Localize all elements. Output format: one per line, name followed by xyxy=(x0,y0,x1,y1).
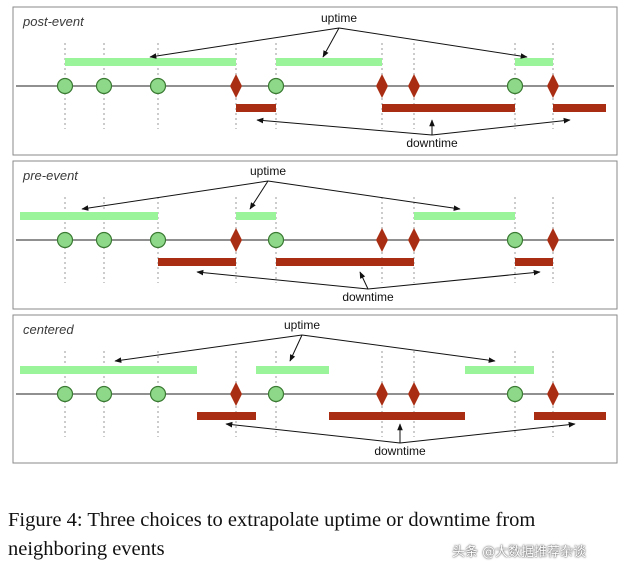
down-event-marker xyxy=(230,74,242,98)
uptime-arrow xyxy=(301,334,496,363)
downtime-callout: downtime xyxy=(374,444,426,458)
uptime-bar xyxy=(20,366,197,374)
down-event-marker xyxy=(547,228,559,252)
down-event-marker xyxy=(408,74,420,98)
uptime-arrow xyxy=(149,27,340,59)
panel-post-event: post-event uptime downtime xyxy=(12,6,618,156)
panel-label: centered xyxy=(23,322,74,337)
downtime-bar xyxy=(158,258,236,266)
downtime-bar xyxy=(276,258,414,266)
up-event-marker xyxy=(56,77,74,95)
up-event-marker xyxy=(267,385,285,403)
uptime-bar xyxy=(465,366,534,374)
uptime-arrow xyxy=(322,27,340,58)
uptime-bar xyxy=(276,58,382,66)
up-event-marker xyxy=(506,385,524,403)
uptime-bar xyxy=(515,58,553,66)
down-event-marker xyxy=(408,382,420,406)
up-event-marker xyxy=(95,231,113,249)
downtime-bar xyxy=(534,412,606,420)
down-event-marker xyxy=(547,382,559,406)
down-event-marker xyxy=(376,228,388,252)
downtime-arrow xyxy=(196,269,369,290)
downtime-callout: downtime xyxy=(342,290,394,304)
figure-caption: Figure 4: Three choices to extrapolate u… xyxy=(8,509,536,560)
panel-label: pre-event xyxy=(22,168,79,183)
downtime-bar xyxy=(515,258,553,266)
down-event-marker xyxy=(408,228,420,252)
panel-label: post-event xyxy=(22,14,85,29)
uptime-arrow xyxy=(249,180,269,210)
up-event-marker xyxy=(506,231,524,249)
uptime-arrow xyxy=(289,334,303,362)
uptime-arrow xyxy=(81,180,269,211)
uptime-bar xyxy=(65,58,236,66)
diagram: post-event uptime downtime pre-event uptime d… xyxy=(12,6,618,464)
down-event-marker xyxy=(547,74,559,98)
downtime-arrow xyxy=(367,269,541,290)
uptime-arrow xyxy=(114,334,303,363)
downtime-arrow xyxy=(256,117,433,136)
downtime-bar xyxy=(553,104,606,112)
up-event-marker xyxy=(95,77,113,95)
up-event-marker xyxy=(56,385,74,403)
up-event-marker xyxy=(506,77,524,95)
uptime-arrow xyxy=(338,27,528,59)
downtime-callout: downtime xyxy=(406,136,458,150)
down-event-marker xyxy=(376,382,388,406)
uptime-callout: uptime xyxy=(284,318,320,332)
uptime-callout: uptime xyxy=(250,164,286,178)
downtime-arrow xyxy=(431,117,571,136)
watermark: 头条 @大数据推荐杂谈 xyxy=(452,545,587,560)
down-event-marker xyxy=(230,228,242,252)
up-event-marker xyxy=(267,77,285,95)
uptime-bar xyxy=(256,366,329,374)
up-event-marker xyxy=(149,77,167,95)
downtime-arrow xyxy=(225,421,401,444)
up-event-marker xyxy=(95,385,113,403)
downtime-bar xyxy=(382,104,515,112)
panel-pre-event: pre-event uptime downtime xyxy=(12,160,618,310)
up-event-marker xyxy=(149,385,167,403)
uptime-callout: uptime xyxy=(321,11,357,25)
uptime-bar xyxy=(414,212,515,220)
uptime-bar xyxy=(20,212,158,220)
up-event-marker xyxy=(267,231,285,249)
panel-centered: centered uptime downtime xyxy=(12,314,618,464)
downtime-arrow xyxy=(399,421,576,444)
downtime-bar xyxy=(236,104,276,112)
up-event-marker xyxy=(149,231,167,249)
down-event-marker xyxy=(230,382,242,406)
downtime-arrow xyxy=(359,271,369,290)
up-event-marker xyxy=(56,231,74,249)
downtime-bar xyxy=(197,412,256,420)
downtime-bar xyxy=(329,412,465,420)
uptime-bar xyxy=(236,212,276,220)
down-event-marker xyxy=(376,74,388,98)
uptime-arrow xyxy=(267,180,461,211)
